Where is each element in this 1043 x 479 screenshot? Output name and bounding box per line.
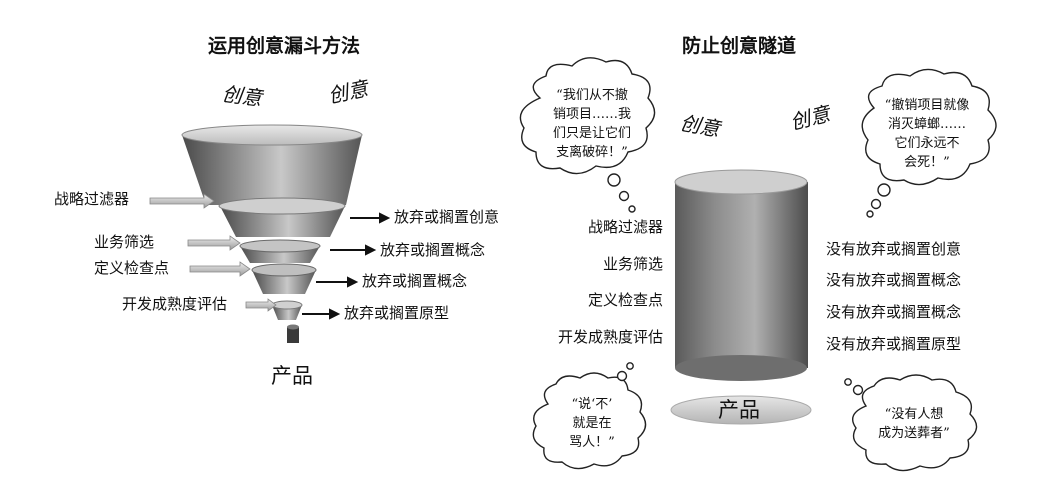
tunnel-cylinder	[674, 169, 808, 381]
funnel	[181, 124, 363, 343]
left-panel-title: 运用创意漏斗方法	[208, 35, 361, 57]
filter-label: 战略过滤器	[587, 218, 663, 236]
outcome-arrows	[302, 212, 391, 320]
filter-label: 业务筛选	[94, 233, 155, 251]
bubble-text-bottom-right: “没有人想 成为送葬者”	[878, 407, 950, 441]
outcome-label: 放弃或搁置创意	[394, 208, 500, 226]
thought-bubble-top-left	[519, 57, 656, 213]
outcome-label: 没有放弃或搁置创意	[826, 240, 962, 258]
filter-label: 定义检查点	[94, 259, 170, 277]
bubble-text-top-right: “撤销项目就像 消灭蟑螂…… 它们永远不 会死！”	[884, 98, 970, 170]
bubble-text-bottom-left: “说‘不’ 就是在 骂人！”	[569, 397, 615, 450]
product-label: 产品	[718, 398, 760, 422]
filter-label: 开发成熟度评估	[122, 295, 228, 313]
filter-arrows	[149, 193, 277, 312]
outcome-label: 放弃或搁置原型	[344, 304, 450, 322]
product-label: 产品	[271, 364, 313, 388]
idea-label: 创意	[678, 110, 722, 142]
bubble-text-top-left: “我们从不撤 销项目……我 们只是让它们 支离破碎！”	[552, 88, 631, 160]
outcome-label: 没有放弃或搁置概念	[826, 271, 962, 289]
thought-bubble-bottom-right	[844, 374, 978, 472]
product-plate	[670, 395, 812, 425]
filter-label: 定义检查点	[587, 291, 663, 309]
filter-label: 业务筛选	[602, 255, 663, 273]
filter-label: 战略过滤器	[54, 190, 130, 208]
outcome-label: 放弃或搁置概念	[380, 241, 486, 259]
thought-bubble-top-right	[861, 68, 997, 218]
outcome-label: 放弃或搁置概念	[362, 272, 468, 290]
outcome-label: 没有放弃或搁置概念	[826, 303, 962, 321]
filter-label: 开发成熟度评估	[557, 328, 663, 346]
right-panel-title: 防止创意隧道	[682, 35, 797, 57]
outcome-label: 没有放弃或搁置原型	[826, 335, 962, 353]
idea-label: 创意	[220, 81, 264, 111]
thought-bubble-bottom-left	[532, 362, 647, 470]
